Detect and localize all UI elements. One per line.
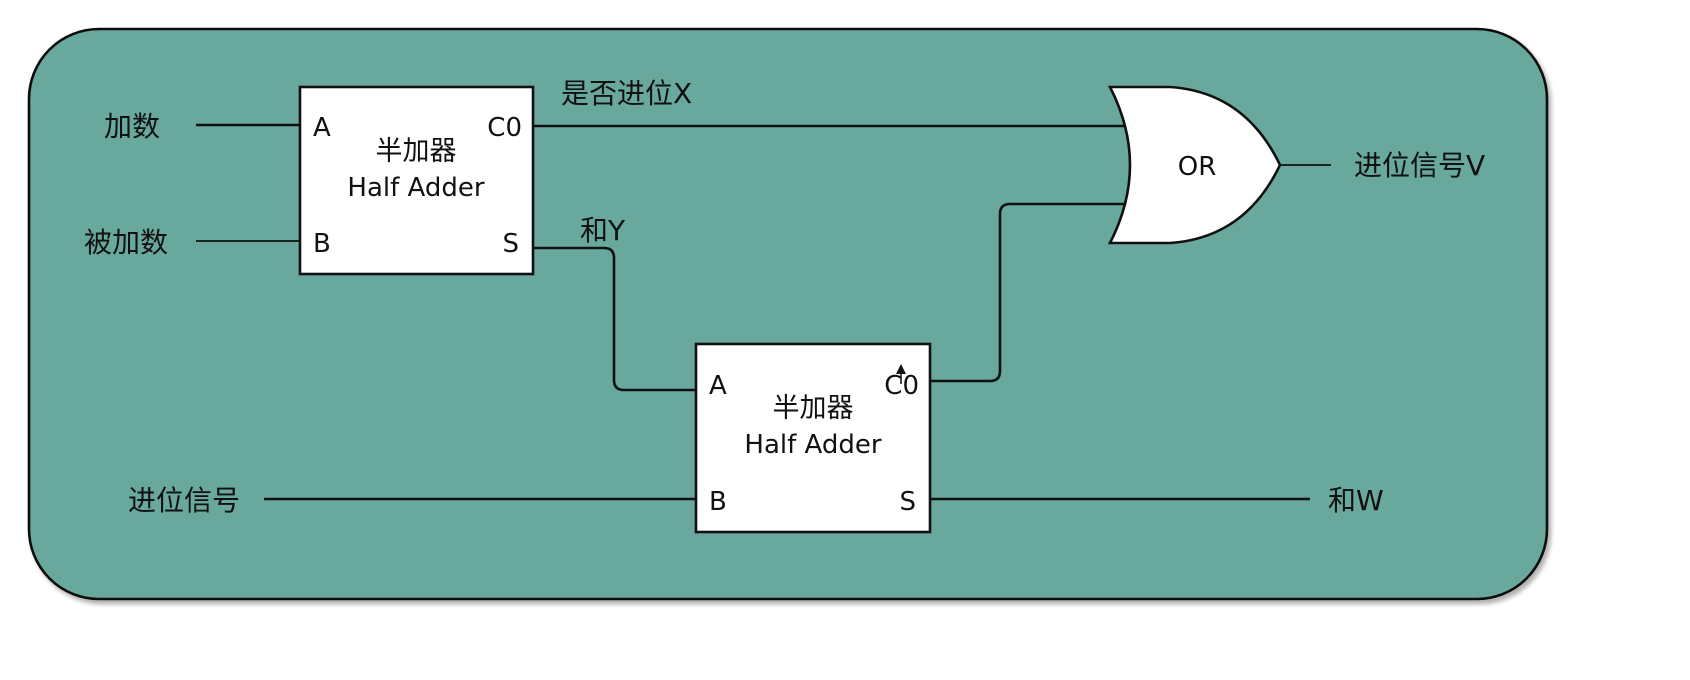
ha2-port-a: A [709, 371, 727, 401]
half-adder-2-box [694, 342, 932, 534]
ha2-port-b: B [709, 487, 727, 517]
label-addend: 加数 [104, 110, 160, 143]
ha1-title-en: Half Adder [347, 173, 484, 203]
or-gate-label: OR [1178, 152, 1217, 182]
ha2-port-sum: S [899, 487, 916, 517]
wire-sum-y [533, 246, 696, 392]
or-gate: OR [1107, 85, 1282, 245]
label-sum-y: 和Y [580, 214, 626, 247]
label-augend: 被加数 [84, 226, 168, 259]
label-carry-in: 进位信号 [128, 484, 240, 517]
ha1-port-carry: C0 [487, 113, 522, 143]
label-sum-w: 和W [1328, 484, 1384, 517]
or-gate-shape [1107, 85, 1282, 245]
ha1-port-a: A [313, 113, 331, 143]
half-adder-2: A B C0 S 半加器 Half Adder [694, 342, 932, 534]
ha2-carry-marker-icon [896, 364, 906, 374]
half-adder-1-box [298, 85, 535, 276]
half-adder-1: A B C0 S 半加器 Half Adder [298, 85, 535, 276]
ha1-port-sum: S [502, 229, 519, 259]
ha1-port-b: B [313, 229, 331, 259]
ha2-title-cn: 半加器 [773, 393, 854, 424]
label-carry-out-v: 进位信号V [1354, 149, 1485, 182]
wire-carry-2 [930, 202, 1126, 383]
ha2-title-en: Half Adder [744, 430, 881, 460]
label-carry-x: 是否进位X [561, 77, 692, 110]
ha1-title-cn: 半加器 [376, 136, 457, 167]
